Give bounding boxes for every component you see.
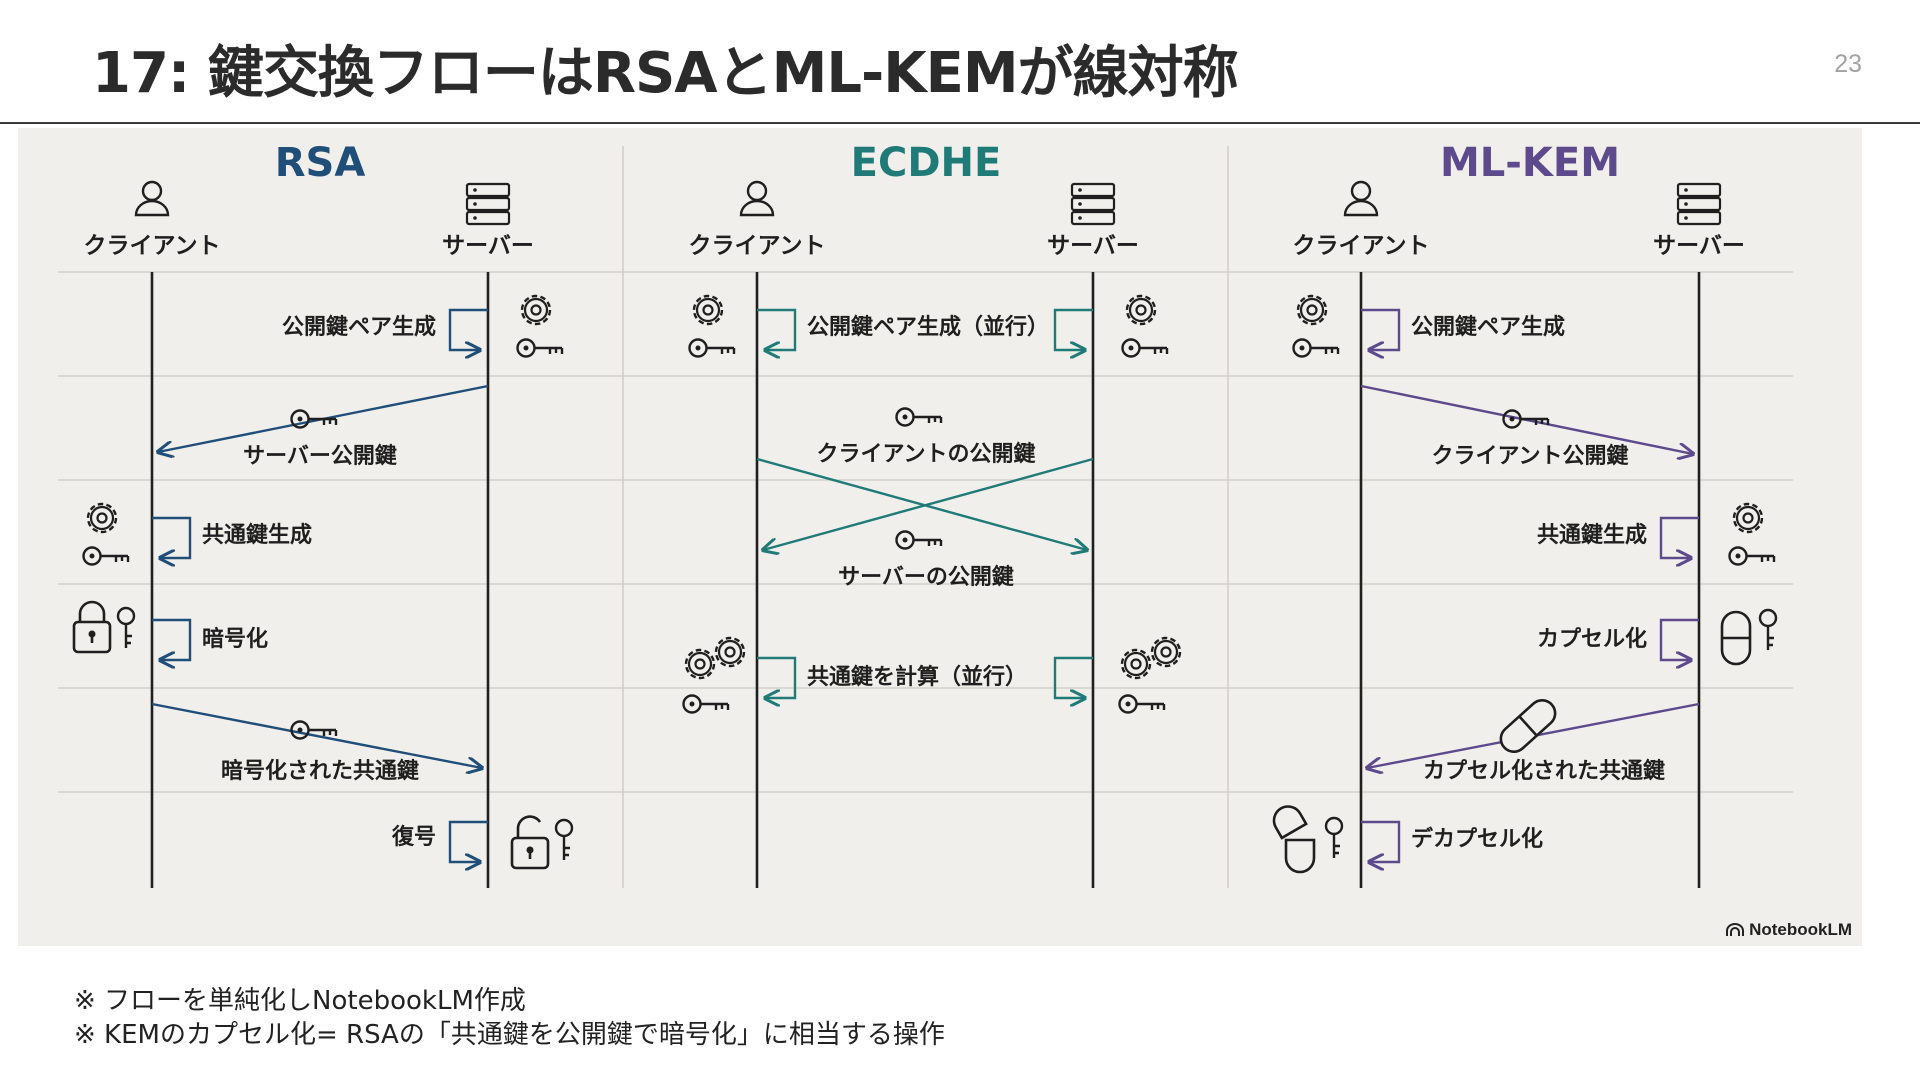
key-icon [1121, 338, 1169, 358]
gear-icon [1125, 294, 1157, 326]
gear-icon [1120, 648, 1152, 680]
key-icon [1324, 816, 1344, 860]
key-exchange-diagram: RSA ECDHE ML-KEM クライアント サーバー クライアント サーバー… [18, 128, 1862, 946]
mlkem-step-encapsulate: カプセル化 [1537, 608, 1778, 666]
mlkem-step-shared-key: 共通鍵生成 [1537, 502, 1776, 566]
ecdhe-title: ECDHE [851, 140, 1002, 186]
brand-label: NotebookLM [1749, 920, 1852, 939]
ecdhe-msg-server-public-key: サーバーの公開鍵 [763, 457, 1094, 590]
rsa-server-label: サーバー [442, 233, 534, 259]
ecdhe-client-person-icon [739, 180, 775, 217]
page-number: 23 [1834, 50, 1862, 78]
key-icon [1758, 608, 1778, 652]
rsa-server-icon [465, 182, 511, 226]
mlkem-msg-client-public-key: クライアント公開鍵 [1360, 384, 1693, 469]
gear-icon [1732, 502, 1764, 534]
lock-icon [72, 600, 112, 654]
svg-text:サーバーの公開鍵: サーバーの公開鍵 [838, 564, 1014, 590]
gear-icon [692, 294, 724, 326]
mlkem-step-keypair: 公開鍵ペア生成 [1292, 294, 1565, 358]
svg-text:暗号化された共通鍵: 暗号化された共通鍵 [221, 758, 419, 784]
ecdhe-msg-client-public-key: クライアントの公開鍵 [756, 407, 1087, 551]
mlkem-msg-encapsulated-shared-key: カプセル化された共通鍵 [1367, 698, 1700, 784]
gear-icon [1150, 636, 1182, 668]
svg-text:公開鍵ペア生成（並行）: 公開鍵ペア生成（並行） [807, 314, 1049, 340]
key-icon [895, 530, 943, 550]
key-icon [1292, 338, 1340, 358]
svg-text:カプセル化された共通鍵: カプセル化された共通鍵 [1423, 758, 1665, 784]
rsa-step-shared-key: 共通鍵生成 [82, 502, 312, 566]
svg-text:デカプセル化: デカプセル化 [1411, 826, 1543, 852]
rsa-step-keypair: 公開鍵ペア生成 [282, 294, 564, 358]
svg-text:共通鍵生成: 共通鍵生成 [202, 522, 312, 548]
svg-text:サーバー公開鍵: サーバー公開鍵 [243, 443, 397, 469]
svg-text:復号: 復号 [391, 824, 436, 850]
svg-text:カプセル化: カプセル化 [1537, 626, 1647, 652]
gear-icon [86, 502, 118, 534]
column-separators [622, 146, 1229, 888]
notebooklm-logo-icon [1726, 923, 1745, 936]
key-icon [688, 338, 736, 358]
key-icon [1118, 694, 1166, 714]
rsa-client-person-icon [134, 180, 170, 217]
key-icon [554, 818, 574, 862]
svg-text:共通鍵を計算（並行）: 共通鍵を計算（並行） [807, 664, 1027, 690]
rsa-msg-encrypted-shared-key: 暗号化された共通鍵 [151, 702, 482, 784]
ecdhe-server-icon [1070, 182, 1116, 226]
svg-text:共通鍵生成: 共通鍵生成 [1537, 522, 1647, 548]
rsa-step-decrypt: 復号 [391, 815, 574, 870]
key-icon [116, 606, 136, 650]
gear-icon [714, 636, 746, 668]
svg-text:公開鍵ペア生成: 公開鍵ペア生成 [282, 314, 436, 340]
rsa-title: RSA [275, 140, 366, 186]
key-icon [82, 546, 130, 566]
rsa-msg-server-public-key: サーバー公開鍵 [158, 384, 489, 469]
mlkem-step-decapsulate: デカプセル化 [1272, 805, 1543, 874]
slide-title: 17: 鍵交換フローはRSAとML-KEMが線対称 [92, 41, 1239, 106]
key-icon [895, 407, 943, 427]
key-icon [1728, 546, 1776, 566]
ecdhe-step-compute-shared-key: 共通鍵を計算（並行） [682, 636, 1182, 714]
ecdhe-server-label: サーバー [1047, 233, 1139, 259]
key-icon [1502, 409, 1550, 429]
mlkem-server-icon [1676, 182, 1722, 226]
rsa-step-encrypt: 暗号化 [72, 600, 268, 660]
rsa-client-label: クライアント [83, 233, 220, 259]
notebooklm-brand: NotebookLM [1726, 920, 1852, 940]
footnote-1: ※ フローを単純化しNotebookLM作成 [74, 986, 526, 1016]
unlock-icon [510, 815, 550, 870]
mlkem-client-person-icon [1343, 180, 1379, 217]
title-divider [0, 122, 1920, 124]
gear-icon [1296, 294, 1328, 326]
svg-text:暗号化: 暗号化 [202, 626, 268, 652]
capsule-icon [1499, 698, 1557, 754]
gear-icon [684, 648, 716, 680]
gear-icon [520, 294, 552, 326]
mlkem-server-label: サーバー [1653, 233, 1745, 259]
open-capsule-icon [1272, 805, 1316, 874]
svg-text:公開鍵ペア生成: 公開鍵ペア生成 [1411, 314, 1565, 340]
mlkem-title: ML-KEM [1440, 140, 1620, 186]
ecdhe-step-keypair: 公開鍵ペア生成（並行） [688, 294, 1169, 358]
mlkem-client-label: クライアント [1292, 233, 1429, 259]
capsule-icon [1720, 610, 1752, 666]
row-guides [58, 271, 1793, 793]
diagram-canvas: RSA ECDHE ML-KEM クライアント サーバー クライアント サーバー… [58, 140, 1793, 888]
svg-text:クライアント公開鍵: クライアント公開鍵 [1431, 443, 1628, 469]
key-icon [682, 694, 730, 714]
ecdhe-client-label: クライアント [688, 233, 825, 259]
key-icon [516, 338, 564, 358]
svg-text:クライアントの公開鍵: クライアントの公開鍵 [816, 441, 1035, 467]
footnote-2: ※ KEMのカプセル化= RSAの「共通鍵を公開鍵で暗号化」に相当する操作 [74, 1020, 945, 1050]
